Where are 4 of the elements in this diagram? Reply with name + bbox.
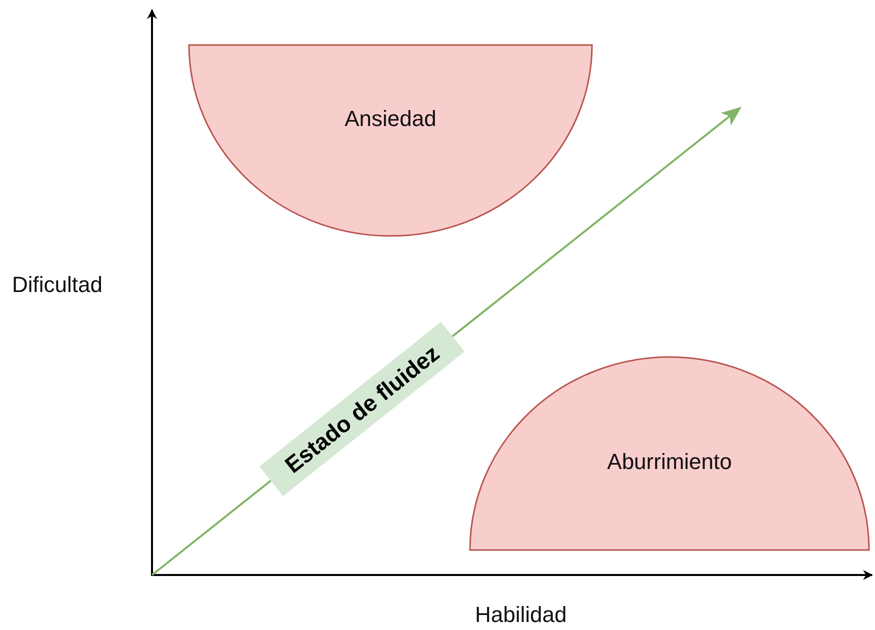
shape-label: Ansiedad	[344, 106, 438, 132]
shape-label: Aburrimiento	[606, 449, 733, 475]
y-axis-label: Dificultad	[12, 272, 102, 298]
x-axis-label: Habilidad	[475, 602, 567, 628]
